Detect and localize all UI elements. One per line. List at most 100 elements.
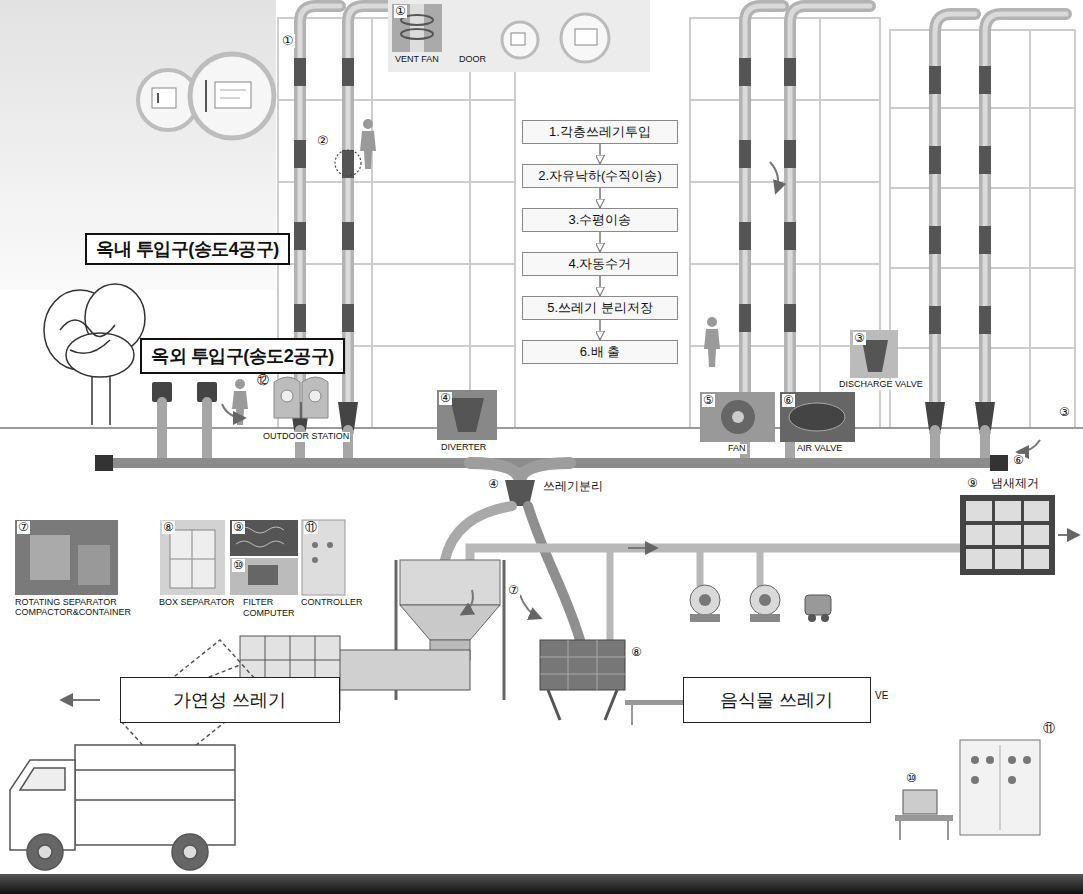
part-name: DIVERTER	[440, 443, 487, 453]
chute-inlet	[294, 140, 306, 168]
chute-inlet	[979, 306, 991, 334]
part-name: COMPUTER	[242, 609, 296, 619]
underground-pipe	[157, 402, 167, 458]
outdoor-station	[302, 377, 328, 418]
control-equipment	[971, 776, 979, 784]
deodorizing-filter	[995, 549, 1021, 569]
building-outline	[819, 18, 821, 428]
inlet-callout-circle	[335, 150, 361, 176]
control-equipment	[1008, 756, 1016, 764]
control-equipment	[971, 756, 979, 764]
flow-arrow	[628, 547, 656, 549]
person-figure	[704, 329, 720, 367]
control-equipment	[986, 756, 994, 764]
part-name: ROTATING SEPARATOR COMPACTOR&CONTAINER	[14, 598, 144, 618]
component-photo	[511, 33, 525, 45]
callout-number: ⑧	[630, 646, 643, 659]
callout-number: ⑦	[17, 521, 30, 534]
control-equipment	[903, 790, 937, 814]
building-outline	[371, 18, 373, 428]
component-photo	[230, 558, 298, 595]
indoor-inlet-photo	[152, 88, 176, 108]
part-name: FILTER	[242, 598, 274, 608]
outdoor-station	[309, 390, 321, 402]
component-photo	[327, 542, 333, 548]
callout-number: ⑦	[507, 584, 520, 597]
callout-number: ③	[853, 332, 866, 345]
component-photo	[312, 557, 318, 563]
person-figure	[232, 119, 720, 425]
chute-inlet	[784, 58, 796, 86]
food-waste-box	[540, 674, 625, 675]
callout-number: ⑩	[905, 772, 918, 785]
process-step: 2.자유낙하(수직이송)	[522, 164, 678, 188]
food-waste-box	[540, 640, 625, 690]
food-waste-box	[597, 640, 598, 690]
node-text: 1.각층쓰레기투입	[549, 123, 651, 141]
inlet-title-box: 옥내 투입구(송도4공구)	[85, 233, 290, 265]
building-outline	[278, 99, 515, 101]
chute-inlet	[784, 140, 796, 168]
component-photo	[780, 392, 855, 442]
callout-number: ⑫	[256, 374, 270, 387]
person-figure	[363, 119, 373, 129]
callout-number: ②	[316, 134, 330, 148]
deodorizing-filter	[1024, 501, 1049, 521]
component-photo	[388, 0, 650, 72]
transfer-pipe	[445, 506, 960, 640]
part-name: AIR VALVE	[796, 444, 843, 454]
chute-inlet	[294, 58, 306, 86]
chute-inlet	[342, 304, 354, 332]
transfer-pipe	[607, 548, 614, 640]
fan-unit	[759, 594, 771, 606]
part-name: DOOR	[458, 55, 487, 65]
component-photo	[160, 520, 225, 595]
chute-inlet	[979, 66, 991, 94]
chute-inlet	[294, 58, 991, 334]
building-outline	[1029, 30, 1031, 428]
callout-number: 냄새제거	[990, 477, 1040, 490]
flow-arrow	[599, 144, 601, 164]
part-name: FAN	[727, 444, 747, 454]
building-outline	[278, 18, 1075, 428]
fan-unit	[699, 594, 711, 606]
person-figure	[235, 379, 245, 389]
chute-inlet	[342, 58, 354, 86]
indoor-inlet-photo	[205, 80, 207, 112]
callout-number: ⑪	[304, 521, 318, 534]
callout-number: ⑥	[1012, 454, 1025, 467]
callout-number: ③	[1058, 406, 1071, 419]
garbage-truck	[75, 799, 235, 801]
component-photo	[302, 520, 345, 595]
base-bar	[0, 874, 1083, 894]
node-text: 음식물 쓰레기	[720, 688, 833, 712]
transfer-pipe	[697, 548, 704, 585]
callout-number: ①	[281, 34, 295, 48]
process-step: 6.배 출	[522, 340, 678, 364]
chute-inlet	[929, 146, 941, 174]
vertical-chute	[985, 14, 1066, 432]
control-equipment	[895, 740, 1040, 840]
component-photo	[15, 0, 898, 595]
chute-inlet	[342, 150, 354, 178]
deodorizing-filter	[995, 501, 1021, 521]
callout-number: ⑨	[966, 477, 979, 490]
control-equipment	[899, 821, 901, 840]
flow-arrow	[62, 699, 100, 701]
fan-unit	[750, 614, 780, 622]
rotating-separator	[503, 560, 506, 700]
node-text: 4.자동수거	[569, 255, 632, 273]
fan-unit	[821, 614, 829, 622]
underground-pipe	[95, 455, 113, 471]
component-photo	[170, 559, 215, 560]
callout-number: 쓰레기분리	[542, 480, 604, 493]
flow-arrow	[599, 276, 601, 296]
component-photo	[450, 398, 484, 432]
fan-unit	[808, 614, 816, 622]
node-text: 3.수평이송	[569, 211, 632, 229]
component-photo	[732, 411, 744, 423]
flow-arrow	[62, 162, 1078, 700]
food-waste-box	[540, 657, 625, 658]
flow-arrow	[770, 162, 778, 192]
